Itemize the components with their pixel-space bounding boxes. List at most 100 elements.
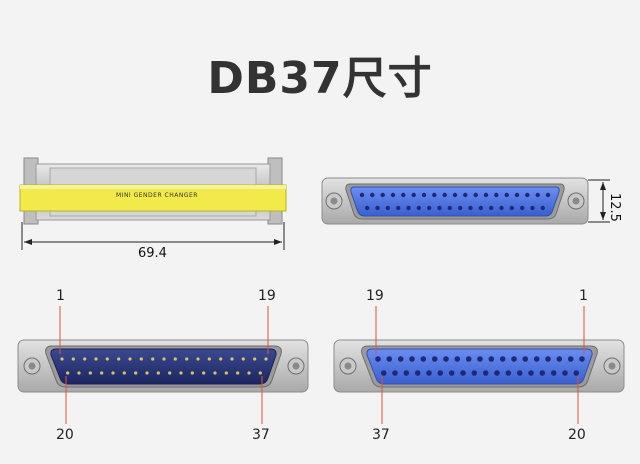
pin	[94, 357, 98, 361]
pin	[504, 192, 509, 198]
pin	[511, 356, 517, 362]
pin	[224, 371, 228, 375]
pin	[401, 192, 406, 198]
pin	[562, 370, 568, 376]
pin	[442, 192, 447, 198]
pin	[156, 371, 160, 375]
pin	[535, 192, 540, 198]
pin	[145, 371, 149, 375]
female-pin-37-label: 37	[372, 427, 390, 443]
pin	[579, 356, 585, 362]
pin	[465, 356, 472, 362]
pin	[468, 205, 473, 211]
pin	[447, 205, 452, 211]
pin	[540, 205, 545, 211]
pin	[386, 356, 393, 362]
pin	[83, 357, 87, 361]
pin	[550, 370, 557, 376]
pin	[530, 205, 535, 211]
pin	[359, 192, 365, 198]
male-pin-1-label: 1	[56, 288, 65, 304]
pin	[213, 371, 217, 375]
pin	[60, 357, 64, 361]
pin	[488, 356, 495, 362]
pin	[100, 371, 104, 375]
pin	[385, 205, 390, 211]
height-dimension-line	[588, 179, 610, 223]
length-dimension-label: 69.4	[138, 246, 167, 261]
pin	[427, 205, 432, 211]
male-pin-19-label: 19	[258, 288, 276, 304]
pin	[525, 192, 530, 198]
pin	[509, 205, 514, 211]
pin	[196, 357, 200, 361]
pin	[247, 371, 251, 375]
pin	[258, 371, 262, 375]
height-dimension-label: 12.5	[607, 193, 622, 222]
pin	[66, 371, 70, 375]
pin	[499, 356, 506, 362]
pin	[448, 370, 455, 376]
pin	[414, 370, 421, 376]
pin	[390, 192, 396, 198]
pin	[253, 357, 257, 361]
pin	[483, 192, 489, 198]
pin	[426, 370, 432, 376]
pin	[528, 370, 534, 376]
pin	[397, 356, 404, 362]
pin	[219, 357, 223, 361]
pin	[151, 357, 155, 361]
front-view-connector	[321, 177, 589, 225]
pin	[111, 371, 115, 375]
pin	[443, 356, 449, 362]
pin	[452, 192, 458, 198]
male-connector	[17, 339, 309, 393]
pin	[420, 356, 427, 362]
pin	[71, 357, 75, 361]
pin	[236, 371, 240, 375]
band-text: MINI GENDER CHANGER	[116, 192, 198, 199]
pin	[499, 205, 504, 211]
pin	[416, 205, 421, 211]
length-dimension-line	[21, 222, 285, 250]
pin	[122, 371, 126, 375]
female-pin-1-label: 1	[579, 288, 588, 304]
pin	[489, 205, 494, 211]
pin	[365, 205, 370, 211]
pin	[88, 371, 92, 375]
pin	[522, 356, 529, 362]
pin	[454, 356, 461, 362]
pin	[392, 370, 398, 376]
pin	[202, 371, 206, 375]
pin	[473, 192, 478, 198]
pin	[421, 192, 427, 198]
pin	[375, 356, 381, 362]
pin	[514, 192, 520, 198]
pin	[185, 357, 189, 361]
pin	[494, 370, 500, 376]
pin	[230, 357, 234, 361]
pin	[370, 192, 375, 198]
pin	[241, 357, 245, 361]
pin	[471, 370, 478, 376]
pin	[117, 357, 121, 361]
pin	[207, 357, 211, 361]
pin	[539, 370, 546, 376]
pin	[432, 192, 437, 198]
pin	[173, 357, 177, 361]
pin	[409, 356, 415, 362]
pin	[134, 371, 138, 375]
pin	[516, 370, 523, 376]
pin	[403, 370, 410, 376]
pin	[556, 356, 563, 362]
pin	[460, 370, 466, 376]
pin	[567, 356, 574, 362]
pin	[128, 357, 132, 361]
pin	[162, 357, 166, 361]
pin	[478, 205, 483, 211]
pin	[139, 357, 143, 361]
pin	[494, 192, 499, 198]
female-pin-20-label: 20	[568, 427, 586, 443]
pin	[463, 192, 468, 198]
